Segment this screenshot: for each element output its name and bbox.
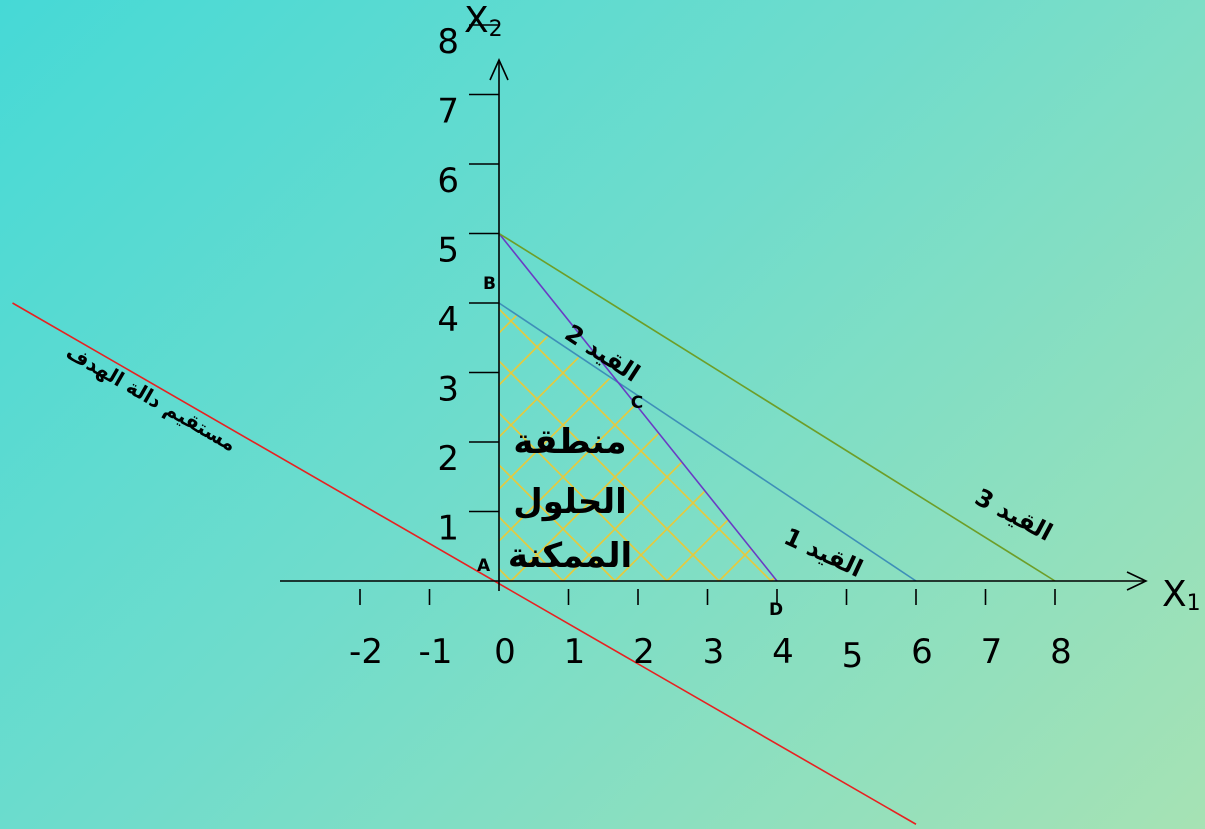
hatch-line [823, 281, 1123, 581]
y-tick-label: 7 [437, 92, 459, 132]
y-tick-label: 3 [437, 370, 459, 410]
constraint-lines [12, 232, 1056, 825]
x-tick-label: 2 [633, 632, 655, 672]
hatch-line [666, 303, 777, 581]
hatch-line [499, 303, 616, 581]
constraint-3-line [498, 232, 1056, 582]
point-label-d: D [769, 600, 783, 620]
hatch-line [979, 281, 1205, 581]
x-tick-label: 8 [1050, 632, 1072, 672]
hatch-line [499, 303, 720, 581]
constraint-3-label: القيد 3 [970, 483, 1057, 547]
objective-function-label: مستقيم دالة الهدف [62, 339, 240, 456]
x-tick-label: 5 [842, 636, 864, 676]
x-tick-label: 3 [703, 632, 725, 672]
hatch-line [499, 303, 552, 581]
constraint-2-line [498, 233, 778, 582]
y-axis-label: X2 [464, 0, 503, 42]
x-tick-label: -2 [349, 632, 383, 672]
point-label-a: A [477, 556, 491, 576]
hatch-line [927, 281, 1205, 581]
hatch-line [499, 303, 772, 581]
objective-function-line [12, 302, 917, 825]
axes [280, 24, 1148, 605]
x-axis-label: X1 [1162, 574, 1201, 616]
hatch-line [499, 303, 564, 581]
x-tick-label: 6 [911, 632, 933, 672]
y-tick-label: 8 [437, 22, 459, 62]
hatch-line [3, 281, 303, 581]
y-axis-arrow [489, 58, 509, 81]
hatch-line [626, 303, 777, 581]
y-axis-label-subscript: 2 [489, 17, 503, 42]
feasible-region-label-line: منطقة [513, 422, 626, 462]
y-tick-label: 4 [437, 300, 459, 340]
x-tick-label: 4 [772, 632, 794, 672]
y-tick-label: 5 [437, 231, 459, 271]
feasible-region-label-line: الممكنة [508, 536, 632, 576]
hatch-line [678, 303, 777, 581]
x-tick-label: 7 [981, 632, 1003, 672]
point-label-c: C [631, 393, 643, 413]
hatch-line [718, 303, 777, 581]
point-label-b: B [483, 274, 496, 294]
x-tick-label: 1 [564, 632, 586, 672]
constraint-1-line [498, 302, 917, 582]
feasible-region-label-line: الحلول [513, 482, 627, 522]
y-tick-label: 6 [437, 161, 459, 201]
constraint-1-label: القيد 1 [780, 522, 867, 583]
x-tick-label: -1 [419, 632, 453, 672]
hatch-line [499, 303, 668, 581]
x-axis-label-subscript: 1 [1187, 591, 1201, 616]
hatch-line [107, 281, 407, 581]
x-axis-arrow [1126, 571, 1148, 591]
hatch-line [499, 303, 512, 581]
y-tick-label: 2 [437, 439, 459, 479]
x-tick-label: 0 [494, 632, 516, 672]
constraint-2-label: القيد 2 [560, 319, 645, 388]
y-tick-label: 1 [437, 509, 459, 549]
hatch-line [0, 281, 199, 581]
hatch-line [614, 303, 777, 581]
